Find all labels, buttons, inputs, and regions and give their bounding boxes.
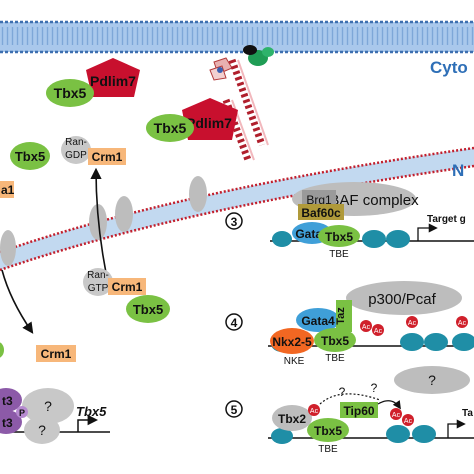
ran-gdp: Ran- GDP bbox=[61, 136, 91, 164]
ran-gtp: Ran- GTP bbox=[83, 268, 113, 296]
svg-text:t3: t3 bbox=[2, 394, 13, 408]
svg-text:Tbx5: Tbx5 bbox=[325, 230, 353, 244]
svg-text:GDP: GDP bbox=[65, 150, 87, 161]
svg-text:Taz: Taz bbox=[335, 307, 347, 325]
svg-text:?: ? bbox=[371, 381, 378, 395]
tbx5-protein-1: Tbx5 bbox=[46, 79, 94, 107]
svg-text:Baf60c: Baf60c bbox=[301, 206, 341, 220]
nuclear-pore-1 bbox=[0, 230, 16, 266]
nucleus-label: N bbox=[452, 161, 464, 180]
svg-text:TBE: TBE bbox=[329, 249, 349, 260]
pdlim7-protein-1: Pdlim7 bbox=[86, 58, 140, 97]
svg-text:Target g: Target g bbox=[427, 214, 466, 225]
svg-text:BAF complex: BAF complex bbox=[329, 192, 419, 209]
tbx5-promoter-complex: P t3 t3 ? ? Tbx5 bbox=[0, 388, 110, 444]
panel-5: 5 ? Tbx2 Tip60 Tbx5 TBE Ac Ac Ac ? ? Ta bbox=[225, 366, 474, 455]
svg-text:?: ? bbox=[339, 385, 346, 399]
svg-text:P: P bbox=[19, 408, 25, 418]
cytoplasm-label: Cyto bbox=[430, 58, 468, 77]
svg-text:TBE: TBE bbox=[318, 444, 338, 455]
svg-text:Tbx2: Tbx2 bbox=[278, 412, 306, 426]
membrane-receptor-complex bbox=[209, 45, 274, 81]
nuclear-membrane bbox=[0, 146, 474, 272]
tbx5-protein-nucleus: Tbx5 bbox=[126, 295, 170, 323]
svg-text:Ac: Ac bbox=[458, 320, 467, 327]
svg-text:Tbx5: Tbx5 bbox=[321, 334, 349, 348]
tbx5-protein-2: Tbx5 bbox=[146, 114, 194, 142]
pdlim7-protein-2: Pdlim7 bbox=[182, 98, 238, 140]
svg-text:Crm1: Crm1 bbox=[41, 347, 72, 361]
svg-text:p300/Pcaf: p300/Pcaf bbox=[368, 291, 436, 308]
svg-text:Tbx5: Tbx5 bbox=[76, 404, 107, 419]
svg-text:NKE: NKE bbox=[284, 356, 305, 367]
svg-text:4: 4 bbox=[231, 316, 238, 330]
svg-text:Ac: Ac bbox=[392, 412, 401, 419]
import-arrow bbox=[1, 269, 34, 334]
left-partial-orange-box: a1 bbox=[0, 181, 15, 198]
svg-text:a1: a1 bbox=[1, 183, 15, 197]
svg-text:?: ? bbox=[38, 422, 46, 438]
svg-text:Brg1: Brg1 bbox=[306, 193, 332, 207]
nuclear-pore-4 bbox=[189, 176, 207, 212]
svg-text:Tbx5: Tbx5 bbox=[154, 120, 187, 136]
svg-text:Ac: Ac bbox=[404, 418, 413, 425]
svg-text:Ac: Ac bbox=[374, 328, 383, 335]
svg-text:GTP: GTP bbox=[88, 283, 109, 294]
crm1-cytoplasm: Crm1 bbox=[88, 148, 126, 165]
svg-text:Gata4: Gata4 bbox=[301, 314, 335, 328]
svg-text:?: ? bbox=[428, 372, 436, 388]
svg-text:?: ? bbox=[44, 398, 52, 414]
crm1-nucleus: Crm1 bbox=[108, 278, 146, 295]
svg-text:Ac: Ac bbox=[362, 324, 371, 331]
svg-text:Ac: Ac bbox=[408, 320, 417, 327]
svg-text:5: 5 bbox=[231, 403, 238, 417]
svg-text:Ac: Ac bbox=[310, 408, 319, 415]
svg-text:Tbx5: Tbx5 bbox=[15, 149, 45, 164]
panel-4: 4 p300/Pcaf Gata4 Taz Nkx2-5 Tbx5 NKE TB… bbox=[225, 281, 474, 367]
svg-text:Crm1: Crm1 bbox=[92, 150, 123, 164]
svg-text:Pdlim7: Pdlim7 bbox=[90, 73, 136, 89]
svg-text:Ran-: Ran- bbox=[65, 137, 87, 148]
svg-text:Tbx5: Tbx5 bbox=[314, 424, 342, 438]
panel-3: 3 BAF complex Brg1 Baf60c Gata4 Tbx5 TBE… bbox=[225, 182, 474, 260]
svg-text:Tbx5: Tbx5 bbox=[54, 85, 87, 101]
svg-text:3: 3 bbox=[231, 215, 238, 229]
svg-text:t3: t3 bbox=[2, 416, 13, 430]
crm1-nucleus-lower: Crm1 bbox=[36, 345, 76, 362]
tbx5-partial bbox=[0, 342, 4, 358]
svg-text:Ta: Ta bbox=[462, 408, 473, 419]
svg-text:Crm1: Crm1 bbox=[112, 280, 143, 294]
svg-text:Ran-: Ran- bbox=[87, 270, 109, 281]
svg-text:Nkx2-5: Nkx2-5 bbox=[272, 335, 312, 349]
svg-text:Tip60: Tip60 bbox=[343, 404, 374, 418]
tbx5-protein-3: Tbx5 bbox=[10, 142, 50, 170]
svg-text:Pdlim7: Pdlim7 bbox=[186, 115, 232, 131]
nuclear-pore-3 bbox=[115, 196, 133, 232]
svg-text:TBE: TBE bbox=[325, 353, 345, 364]
plasma-membrane bbox=[0, 20, 474, 54]
svg-text:Tbx5: Tbx5 bbox=[133, 302, 163, 317]
